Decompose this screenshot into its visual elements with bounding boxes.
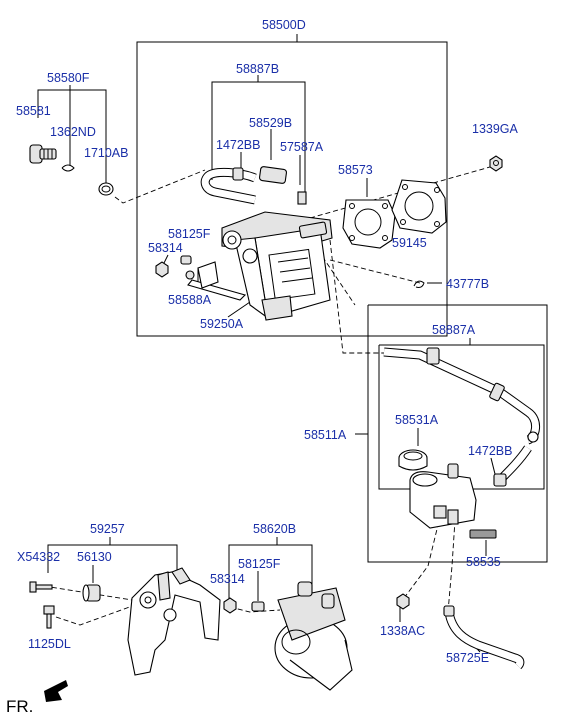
dashline-1338AC <box>403 524 439 599</box>
clip-1362ND-icon <box>61 164 75 172</box>
leader-59250A <box>227 301 251 318</box>
callout-1125DL[interactable]: 1125DL <box>28 637 71 651</box>
callout-58314-top[interactable]: 58314 <box>148 241 183 255</box>
front-direction-label: FR. <box>6 697 33 716</box>
frame-58500D <box>136 34 448 337</box>
callout-58573[interactable]: 58573 <box>338 163 373 177</box>
hose-58887A-icon <box>383 347 540 487</box>
callout-58125F-bot[interactable]: 58125F <box>238 557 281 571</box>
callout-1472BB-bot[interactable]: 1472BB <box>468 444 512 458</box>
bracket-58620B <box>228 544 313 606</box>
dashline-hose-top <box>329 239 384 354</box>
clip-43777B-icon <box>413 280 425 288</box>
callout-58887A[interactable]: 58887A <box>432 323 476 337</box>
oring-1710AB-icon <box>98 182 114 196</box>
callout-59250A[interactable]: 59250A <box>200 317 244 331</box>
callout-1362ND[interactable]: 1362ND <box>50 125 96 139</box>
bracket-59257 <box>47 544 178 575</box>
dashline-58725E <box>447 519 456 613</box>
callout-X54332[interactable]: X54332 <box>17 550 60 564</box>
dashline-58314-bot <box>229 606 281 613</box>
nut-1339GA-icon <box>489 155 503 172</box>
dashline-1125DL <box>55 604 136 626</box>
reservoir-cap-58531A-icon <box>398 449 428 471</box>
hydraulic-unit-icon <box>221 211 333 321</box>
callout-43777B[interactable]: 43777B <box>446 277 489 291</box>
callout-59257[interactable]: 59257 <box>90 522 125 536</box>
bracket-58588A-icon <box>187 261 247 301</box>
callout-1338AC[interactable]: 1338AC <box>380 624 425 638</box>
master-cylinder-58620B-icon <box>274 581 353 691</box>
gasket-59145-icon <box>391 179 447 234</box>
pedal-bracket-59257-icon <box>127 567 221 676</box>
reservoir-58511A-icon <box>409 463 477 529</box>
callout-57587A[interactable]: 57587A <box>280 140 324 154</box>
callout-58725E[interactable]: 58725E <box>446 651 489 665</box>
front-arrow-icon <box>44 680 68 702</box>
pin-x54332-icon <box>29 581 53 593</box>
callout-58511A[interactable]: 58511A <box>304 428 347 442</box>
callout-58125F-top[interactable]: 58125F <box>168 227 211 241</box>
callout-58531A[interactable]: 58531A <box>395 413 439 427</box>
vacuum-hose-58887B-icon <box>200 166 307 205</box>
callout-1472BB-top[interactable]: 1472BB <box>216 138 260 152</box>
bolt-1338AC-icon <box>396 593 410 610</box>
gasket-58573-icon <box>342 199 396 249</box>
hose-58725E-icon <box>443 605 525 670</box>
callout-59145[interactable]: 59145 <box>392 236 427 250</box>
callout-58620B[interactable]: 58620B <box>253 522 296 536</box>
bushing-56130-icon <box>82 584 101 602</box>
bracket-58887A <box>378 344 545 490</box>
dashline-1710AB <box>114 169 206 204</box>
callout-58529B[interactable]: 58529B <box>249 116 292 130</box>
nut-58314-top-icon <box>155 261 169 278</box>
callout-58580F[interactable]: 58580F <box>47 71 90 85</box>
sensor-58535-icon <box>469 529 497 539</box>
callout-58588A[interactable]: 58588A <box>168 293 212 307</box>
nut-58314-bot-icon <box>223 597 237 614</box>
bracket-58580F <box>37 89 107 186</box>
callout-1710AB[interactable]: 1710AB <box>84 146 128 160</box>
callout-58314-bot[interactable]: 58314 <box>210 572 245 586</box>
fitting-58125F-bot-icon <box>251 601 265 612</box>
callout-56130[interactable]: 56130 <box>77 550 112 564</box>
fitting-58125F-top-icon <box>180 255 195 280</box>
callout-58887B[interactable]: 58887B <box>236 62 279 76</box>
bolt-58581-icon <box>29 144 57 164</box>
dashline-43777B <box>329 259 421 284</box>
bolt-1125DL-icon <box>43 605 55 629</box>
callout-58581[interactable]: 58581 <box>16 104 51 118</box>
callout-1339GA[interactable]: 1339GA <box>472 122 519 136</box>
callout-58500D[interactable]: 58500D <box>262 18 306 32</box>
frame-58511A <box>367 304 548 563</box>
callout-58535[interactable]: 58535 <box>466 555 501 569</box>
